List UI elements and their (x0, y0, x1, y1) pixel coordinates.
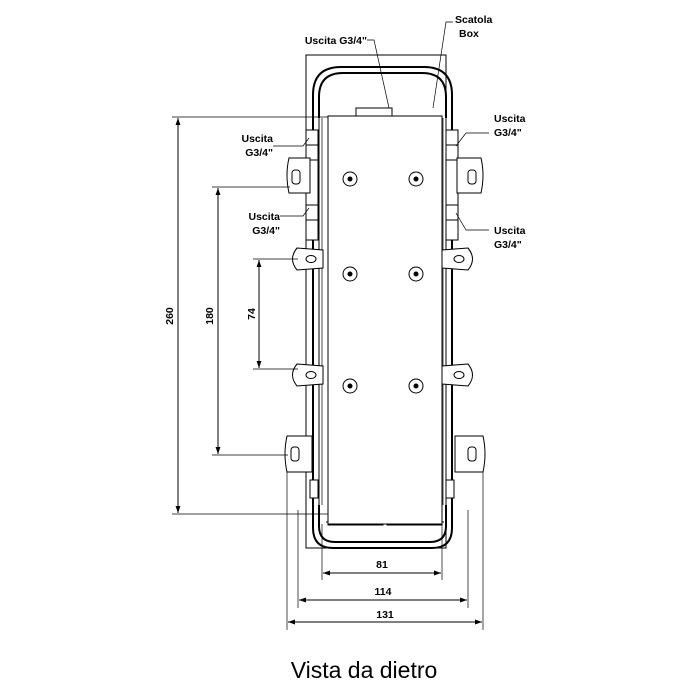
label-left-lower-uscita: Uscita (248, 211, 280, 223)
view-caption: Vista da dietro (291, 657, 438, 683)
cover-screws (342, 171, 424, 394)
dim-width-mid: 114 (375, 586, 392, 598)
label-right-lower-thread: G3/4" (494, 239, 522, 251)
label-box-line2: Box (459, 28, 479, 40)
label-right-upper-uscita: Uscita (494, 113, 526, 125)
label-left-upper-thread: G3/4" (245, 147, 273, 159)
dim-width-inner: 81 (376, 559, 388, 571)
label-left-upper-uscita: Uscita (241, 133, 273, 145)
leader-lines (273, 21, 489, 231)
dim-overall-height: 260 (164, 307, 176, 325)
dimension-lines (175, 118, 482, 625)
dim-mount-spacing: 74 (246, 308, 258, 320)
bracket-ears (292, 247, 473, 387)
label-right-upper-thread: G3/4" (494, 127, 522, 139)
label-right-lower-uscita: Uscita (494, 225, 526, 237)
dim-bracket-spacing: 180 (204, 307, 216, 325)
bottom-brackets (284, 435, 486, 473)
label-top-outlet: Uscita G3/4" (305, 35, 367, 47)
cover-plate (327, 115, 443, 525)
label-box-line1: Scatola (455, 14, 493, 26)
top-outlet-stub (355, 107, 393, 117)
extension-lines (172, 116, 484, 630)
dim-width-outer: 131 (376, 609, 394, 621)
top-brackets (286, 157, 484, 194)
label-left-lower-thread: G3/4" (252, 225, 280, 237)
